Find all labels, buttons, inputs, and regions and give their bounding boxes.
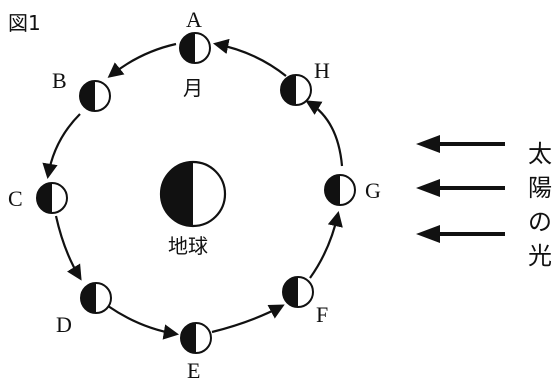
label-g: G bbox=[365, 178, 381, 203]
moon-f bbox=[282, 276, 314, 308]
earth bbox=[159, 160, 227, 228]
label-e: E bbox=[187, 358, 200, 383]
sun-arrow-1 bbox=[416, 135, 505, 153]
label-d: D bbox=[56, 312, 72, 337]
label-c: C bbox=[8, 186, 23, 211]
orbit-arrow-c-d bbox=[54, 215, 82, 281]
earth-label: 地球 bbox=[168, 234, 208, 258]
moon-g bbox=[324, 174, 356, 206]
orbit-arrow-e-f bbox=[211, 304, 285, 334]
label-b: B bbox=[52, 68, 67, 93]
orbit-arrow-f-g bbox=[309, 210, 343, 279]
orbit bbox=[42, 38, 344, 340]
orbit-arrow-a-b bbox=[107, 42, 177, 78]
moon-e bbox=[180, 322, 212, 354]
sunlight-label: 太 陽 の 光 bbox=[528, 140, 552, 270]
sunlight-char-1: 太 bbox=[528, 140, 552, 168]
orbit-arrow-h-a bbox=[212, 38, 287, 77]
moon-b bbox=[79, 80, 111, 112]
figure-title: 図1 bbox=[8, 11, 41, 35]
moon-d bbox=[80, 282, 112, 314]
sun-arrow-2 bbox=[416, 179, 505, 197]
orbit-arrow-d-e bbox=[107, 305, 180, 340]
moon-label: 月 bbox=[183, 76, 203, 100]
moons bbox=[36, 32, 356, 354]
moon-a bbox=[179, 32, 211, 64]
sunlight-arrows bbox=[416, 135, 505, 243]
moon-c bbox=[36, 182, 68, 214]
sunlight-char-2: 陽 bbox=[528, 174, 552, 202]
moon-h bbox=[280, 74, 312, 106]
label-f: F bbox=[316, 302, 328, 327]
label-h: H bbox=[314, 58, 330, 83]
label-a: A bbox=[186, 7, 202, 32]
orbit-arrow-b-c bbox=[42, 113, 81, 180]
orbit-arrow-g-h bbox=[305, 100, 344, 167]
sunlight-char-4: 光 bbox=[528, 242, 552, 270]
sunlight-char-3: の bbox=[528, 208, 552, 236]
sun-arrow-3 bbox=[416, 225, 505, 243]
